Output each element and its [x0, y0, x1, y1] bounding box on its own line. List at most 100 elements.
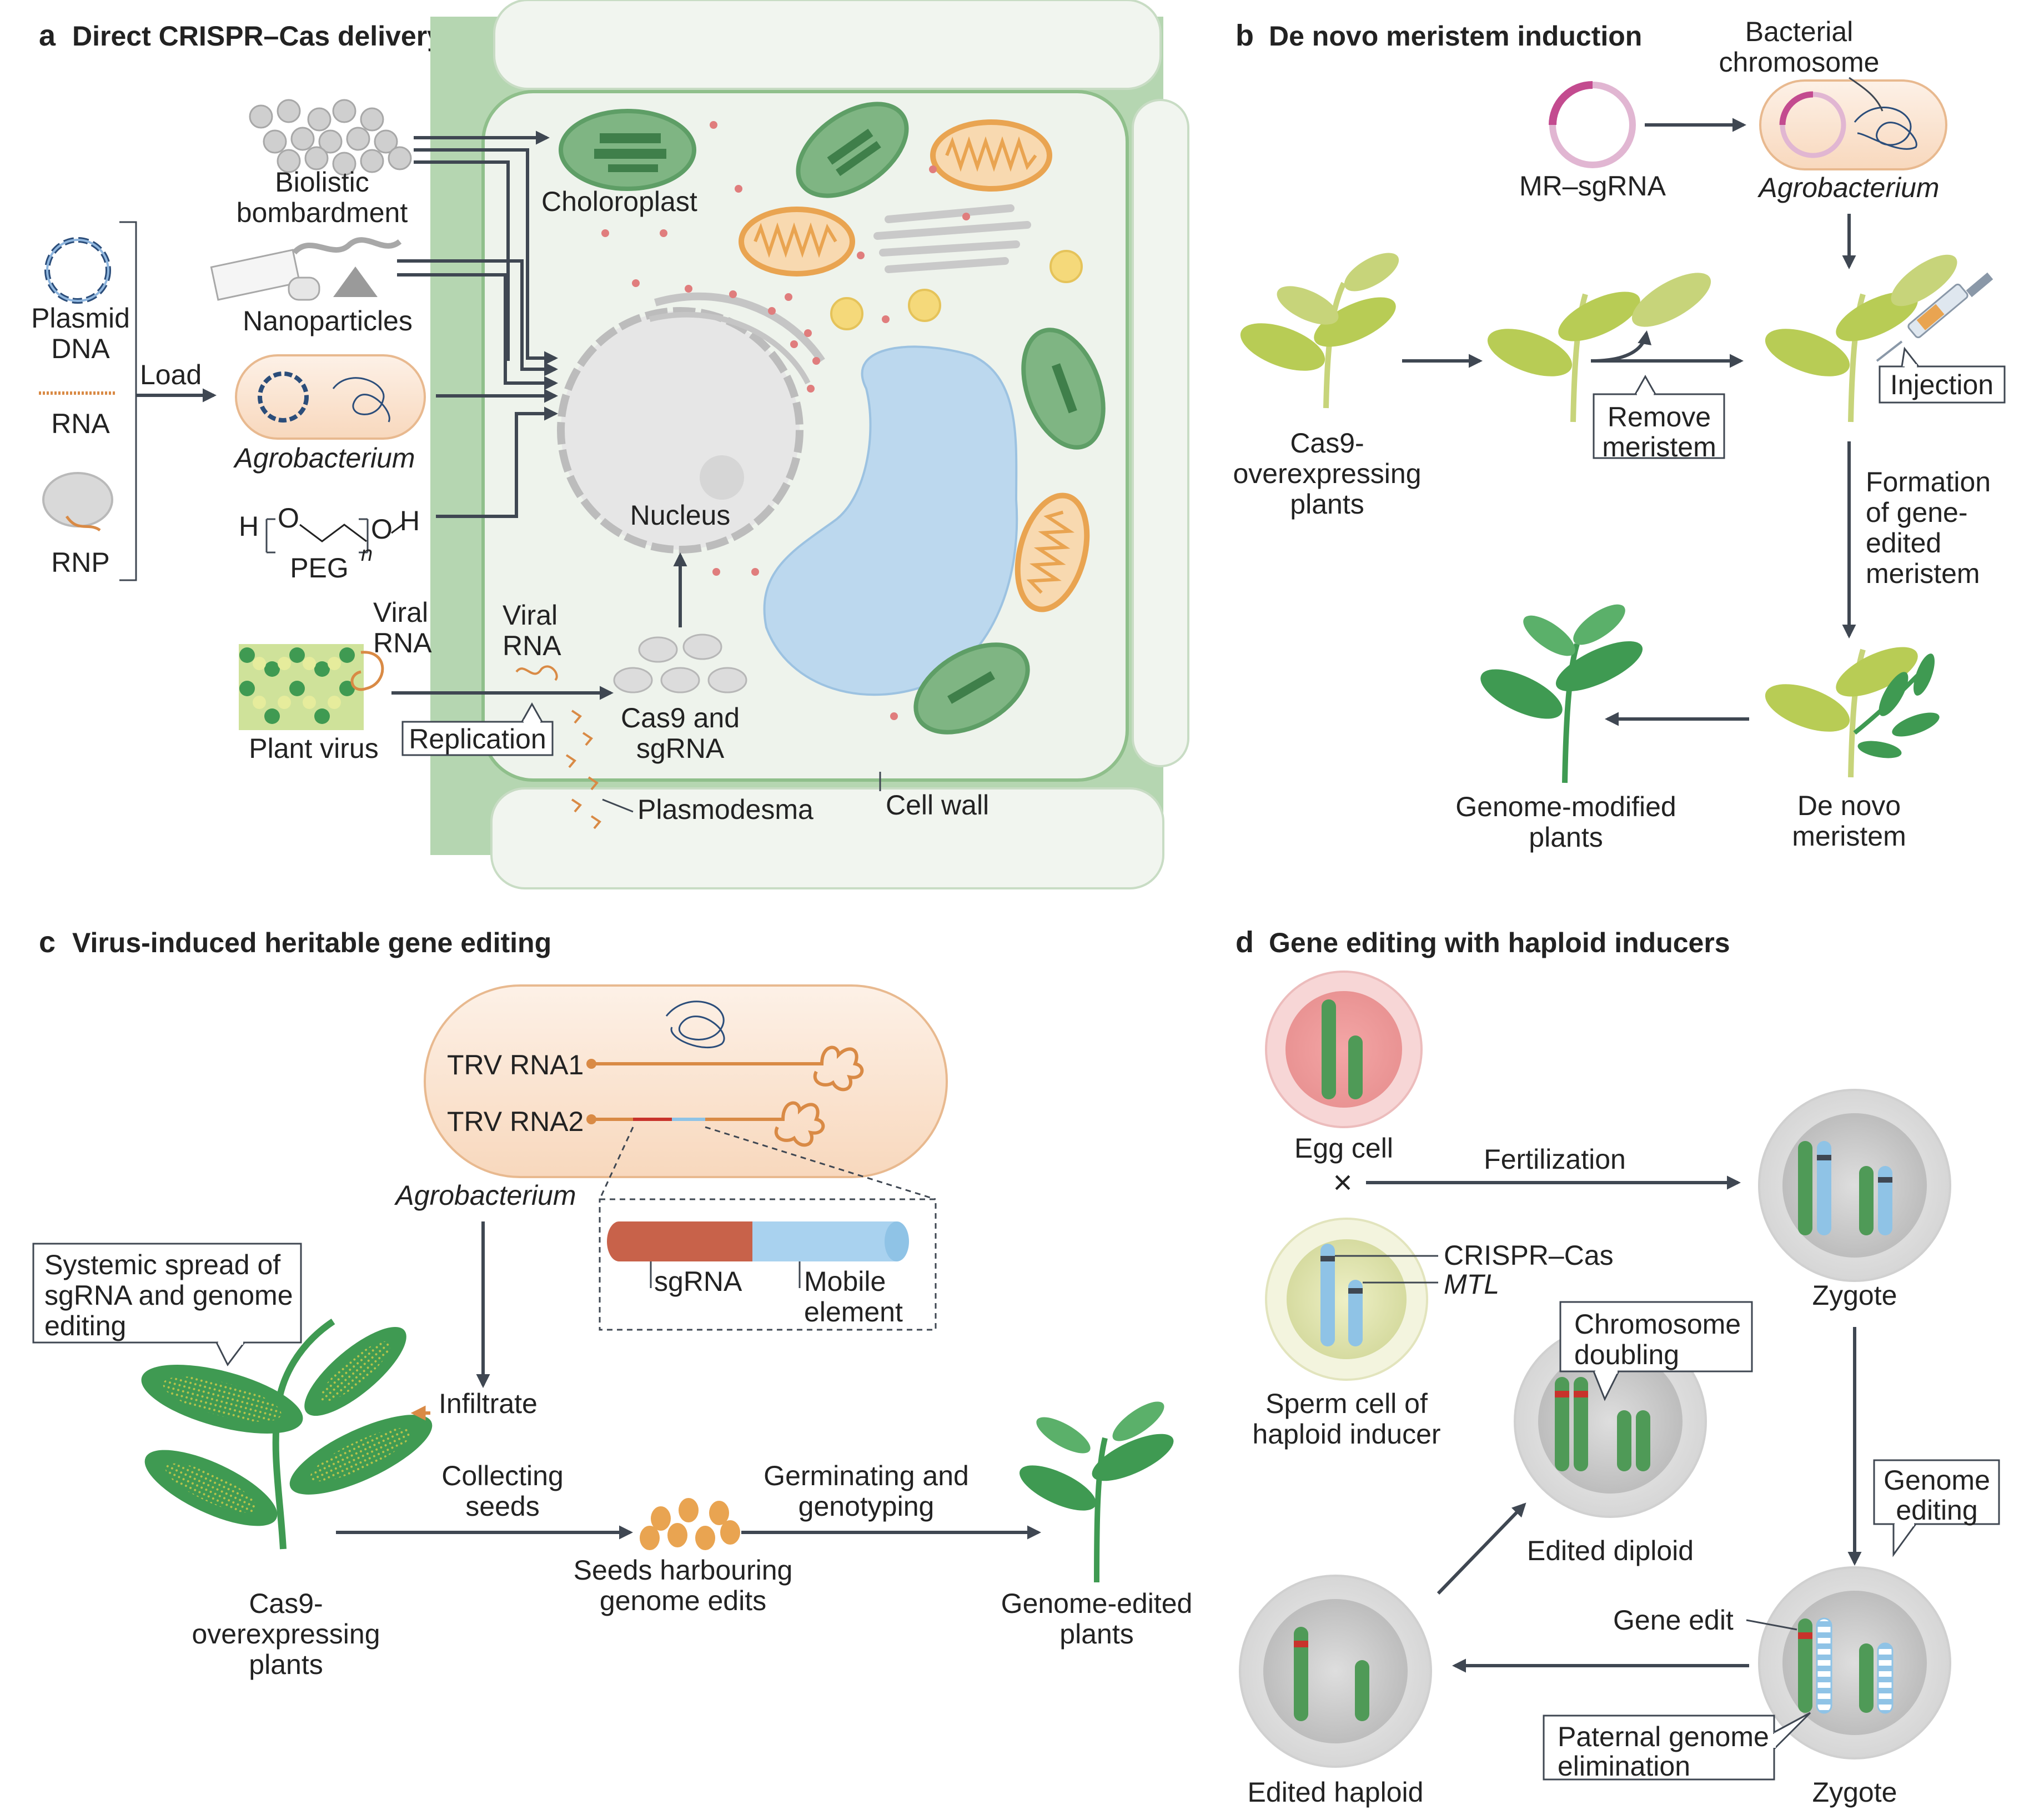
genome-editing-label-1: Genome [1884, 1465, 1990, 1496]
chloroplast-4 [913, 642, 1030, 735]
bacterial-chromosome-pointer [1849, 77, 1884, 112]
nanoparticles-arrow-1 [397, 259, 559, 376]
paternal-label-1: Paternal genome [1558, 1721, 1769, 1752]
biolistic-label-2: bombardment [237, 197, 408, 228]
neighbor-cell-top [493, 0, 1162, 90]
seeds-label-1: Seeds harbouring [574, 1555, 793, 1586]
viral-rna-a-label-1: Viral [373, 597, 428, 628]
golgi-apparatus [873, 204, 1031, 273]
zygote-bottom [1758, 1566, 1951, 1759]
genome-edited-plant [1019, 1401, 1174, 1583]
edited-diploid-label: Edited diploid [1527, 1535, 1694, 1566]
mitochondrion-3 [1015, 492, 1090, 612]
bacterial-chromosome-label-2: chromosome [1719, 47, 1880, 78]
vesicle-2 [830, 297, 863, 330]
seedling-injected [1765, 254, 1957, 423]
sgrna-label: sgRNA [654, 1266, 742, 1297]
peg-h-right: H [400, 505, 420, 536]
peg-arrow [436, 406, 559, 518]
mobile-element-label-2: element [804, 1296, 903, 1328]
cas9-plants-b-label-3: plants [1290, 489, 1364, 520]
rna-label: RNA [51, 408, 110, 439]
mr-sgrna-label: MR–sgRNA [1519, 170, 1666, 202]
cas9-sgrna-label-2: sgRNA [636, 733, 725, 764]
paternal-label-2: elimination [1558, 1751, 1690, 1782]
fertilization-label: Fertilization [1484, 1144, 1626, 1175]
rnp-label: RNP [51, 547, 110, 578]
edited-diploid-cell [1514, 1325, 1707, 1518]
panel-d: d Gene editing with haploid inducers Egg… [1236, 926, 2000, 1808]
cross-symbol: × [1333, 1164, 1352, 1201]
panel-c: c Virus-induced heritable gene editing T… [32, 926, 1192, 1680]
formation-label-2: of gene- [1866, 497, 1967, 528]
remove-meristem-label-2: meristem [1602, 431, 1716, 462]
plasmid-label-1: Plasmid [31, 303, 130, 334]
remove-meristem-callout: Remove meristem [1593, 374, 1725, 462]
sperm-label-2: haploid inducer [1252, 1419, 1440, 1450]
mtl-label: MTL [1444, 1269, 1499, 1300]
zygote-bottom-label: Zygote [1812, 1777, 1897, 1808]
sperm-cell [1265, 1218, 1428, 1381]
gene-edit-pointer [1746, 1619, 1797, 1631]
cell-wall-label: Cell wall [886, 790, 989, 821]
collecting-label-1: Collecting [441, 1460, 564, 1491]
agrobacterium-c-label: Agrobacterium [394, 1180, 576, 1211]
egg-cell-label: Egg cell [1294, 1133, 1393, 1164]
vesicle-3 [908, 289, 941, 322]
cas9-plants-c-label-2: overexpressing [192, 1618, 380, 1650]
injection-label: Injection [1890, 369, 1993, 400]
panel-b-letter: b [1236, 19, 1254, 52]
panel-b: b De novo meristem induction MR–sgRNA Ba… [1233, 16, 2006, 853]
cas9-sgrna-label-1: Cas9 and [621, 702, 740, 733]
peg-o2: O [371, 514, 393, 545]
remove-meristem-label-1: Remove [1608, 401, 1711, 433]
delivery-arrows [391, 130, 614, 700]
formation-label-4: meristem [1866, 558, 1980, 589]
trv-rna1-label: TRV RNA1 [447, 1049, 584, 1080]
denovo-label-1: De novo [1797, 790, 1901, 821]
seedling-removed [1487, 273, 1711, 423]
replication-callout: Replication [401, 702, 554, 756]
cas9-plants-c-label-3: plants [249, 1649, 323, 1680]
genome-modified-label-1: Genome-modified [1455, 791, 1676, 822]
edited-haploid-label: Edited haploid [1248, 1777, 1424, 1808]
haploid-to-diploid-arrow [1437, 1502, 1526, 1595]
plasmid-dna-icon [44, 237, 111, 304]
zygote-top [1758, 1089, 1951, 1282]
systemic-label-1: Systemic spread of [44, 1249, 280, 1280]
nucleus-label: Nucleus [630, 500, 731, 531]
seeds-label-2: genome edits [600, 1585, 766, 1616]
mitochondrion-2 [739, 207, 855, 276]
panel-d-title: Gene editing with haploid inducers [1269, 927, 1730, 958]
egg-cell [1265, 971, 1423, 1128]
vesicle-1 [1049, 250, 1083, 283]
injection-callout: Injection [1879, 346, 2006, 404]
mitochondrion-1 [930, 119, 1052, 192]
systemic-label-3: editing [44, 1310, 126, 1341]
cargo-column: Plasmid DNA RNA RNP Load [31, 221, 217, 581]
biolistic-to-nucleus-arrow [414, 148, 559, 365]
er-sheet-2 [649, 311, 811, 385]
neighbor-cell-bottom [490, 787, 1164, 889]
seedling-genome-modified [1480, 604, 1643, 783]
zygote-top-label: Zygote [1812, 1280, 1897, 1311]
chloroplast-label: Choloroplast [541, 186, 697, 217]
viral-rna-glyph [515, 665, 558, 681]
plasmodesma-pointer [602, 798, 634, 813]
trv-rna2-label: TRV RNA2 [447, 1106, 584, 1137]
biolistic-branch [414, 160, 510, 361]
peg-structure: H O n O H [239, 502, 420, 566]
agrobacterium-b-label: Agrobacterium [1757, 172, 1939, 203]
formation-label-1: Formation [1866, 466, 1991, 497]
peg-label: PEG [290, 552, 349, 584]
denovo-label-2: meristem [1792, 821, 1906, 852]
load-label: Load [140, 359, 202, 390]
agrobacterium-a-label: Agrobacterium [233, 443, 415, 474]
seedling-denovo [1765, 647, 1940, 778]
panel-b-title: De novo meristem induction [1269, 21, 1642, 52]
crispr-cas-label: CRISPR–Cas [1444, 1240, 1614, 1271]
systemic-label-2: sgRNA and genome [44, 1280, 293, 1311]
agrobacterium-b-icon [1759, 79, 1947, 170]
agrobacterium-a-icon [235, 354, 426, 440]
